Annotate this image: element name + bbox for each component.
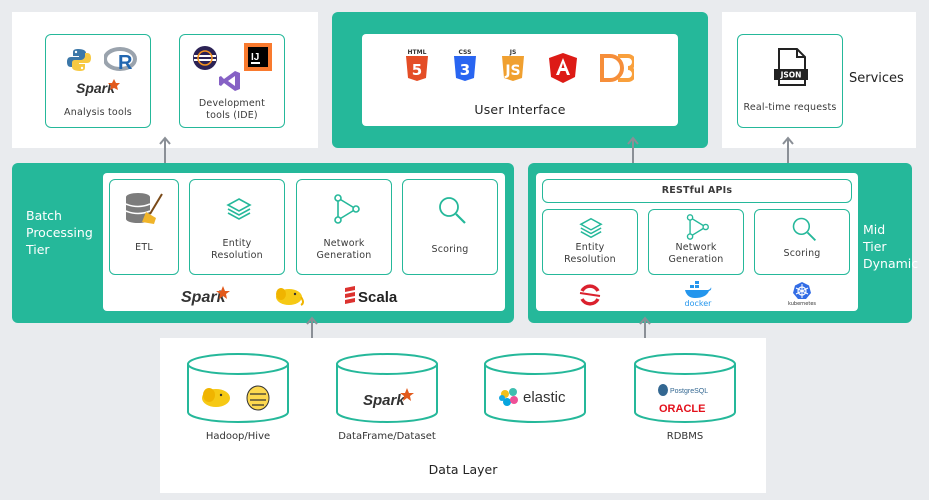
hadoop-hive-cylinder[interactable]: [186, 352, 290, 424]
etl-card[interactable]: ETL: [109, 179, 179, 275]
eclipse-icon: [193, 46, 217, 70]
svg-text:JS: JS: [504, 63, 520, 79]
mid-network-generation-label: Network Generation: [668, 242, 724, 265]
user-interface-panel: HTML 5 CSS 3 JS JS User Interface: [332, 12, 708, 148]
database-broom-icon: [125, 193, 163, 224]
intellij-icon: IJ: [244, 43, 272, 71]
mid-tier-panel: RESTful APIs Entity Resolution Network G…: [528, 163, 918, 323]
data-layer-title: Data Layer: [428, 462, 498, 477]
d3-icon: [600, 54, 634, 82]
user-interface-card[interactable]: HTML 5 CSS 3 JS JS User Interface: [362, 34, 678, 126]
dataframe-label: DataFrame/Dataset: [338, 431, 436, 442]
rdbms-label: RDBMS: [666, 431, 704, 442]
dev-tools-label-2: tools (IDE): [206, 110, 258, 121]
data-layer-panel: Hadoop/Hive Spark DataFrame/Dataset elas…: [160, 338, 766, 493]
batch-title-1: Batch: [26, 208, 62, 223]
analysis-tools-card[interactable]: R Spark Analysis tools: [45, 34, 151, 128]
svg-text:R: R: [118, 52, 133, 73]
mid-content-box: RESTful APIs Entity Resolution Network G…: [536, 173, 858, 311]
mid-title-2: Tier: [863, 239, 887, 254]
magnifier-icon: [792, 217, 817, 242]
development-tools-card[interactable]: IJ Development tools (IDE): [179, 34, 285, 128]
mid-title-3: Dynamic: [863, 256, 919, 271]
css3-icon: CSS 3: [454, 49, 476, 81]
html5-icon: HTML 5: [406, 49, 428, 81]
realtime-requests-label: Real-time requests: [743, 102, 837, 113]
svg-text:PostgreSQL: PostgreSQL: [670, 388, 708, 395]
spark-logo: Spark: [76, 79, 120, 96]
kubernetes-logo: kubernetes: [782, 281, 822, 307]
network-graph-icon: [334, 194, 360, 224]
mid-network-generation-card[interactable]: Network Generation: [648, 209, 744, 275]
batch-network-generation-card[interactable]: Network Generation: [296, 179, 392, 275]
python-icon: [67, 49, 91, 71]
restful-apis-label: RESTful APIs: [661, 185, 733, 196]
svg-text:Spark: Spark: [181, 289, 227, 306]
mid-entity-resolution-label: Entity Resolution: [564, 242, 616, 265]
svg-text:JS: JS: [509, 49, 517, 56]
hadoop-hive-label: Hadoop/Hive: [205, 431, 271, 442]
docker-label: docker: [684, 299, 712, 308]
angular-icon: [549, 53, 577, 83]
batch-title-2: Processing: [26, 225, 93, 240]
svg-text:CSS: CSS: [459, 49, 472, 56]
kubernetes-label: kubernetes: [787, 301, 816, 307]
mid-entity-resolution-card[interactable]: Entity Resolution: [542, 209, 638, 275]
r-language-icon: R: [104, 47, 137, 73]
svg-text:IJ: IJ: [251, 52, 259, 63]
realtime-requests-card[interactable]: JSON Real-time requests: [737, 34, 843, 128]
batch-content-box: ETL Entity Resolution Network Generation: [103, 173, 505, 311]
mid-title-1: Mid: [863, 222, 886, 237]
batch-spark-logo: Spark: [181, 286, 230, 306]
etl-label: ETL: [135, 242, 153, 253]
dev-tools-label-1: Development: [198, 98, 266, 109]
batch-title-3: Tier: [26, 242, 50, 257]
magnifier-icon: [439, 197, 466, 224]
svg-text:JSON: JSON: [780, 71, 802, 80]
batch-entity-resolution-label: Entity Resolution: [211, 238, 263, 261]
docker-logo: docker: [676, 281, 720, 308]
batch-entity-resolution-card[interactable]: Entity Resolution: [189, 179, 285, 275]
dataframe-cylinder[interactable]: Spark: [335, 352, 439, 424]
docker-whale-icon: [685, 281, 712, 298]
visual-studio-icon: [219, 71, 240, 91]
svg-text:HTML: HTML: [408, 49, 427, 56]
scala-logo: Scala: [345, 286, 398, 306]
javascript-icon: JS JS: [502, 49, 524, 81]
svg-text:Spark: Spark: [363, 392, 405, 409]
layers-icon: [579, 217, 603, 239]
openshift-icon: [579, 284, 601, 306]
network-graph-icon: [686, 214, 709, 240]
batch-processing-panel: Batch Processing Tier ETL Entity Resolut…: [12, 163, 514, 323]
svg-text:elastic: elastic: [523, 389, 566, 406]
tools-panel: R Spark Analysis tools IJ Development to…: [12, 12, 318, 148]
hadoop-elephant-icon: [276, 288, 304, 306]
svg-text:5: 5: [412, 61, 422, 79]
batch-scoring-label: Scoring: [431, 244, 469, 255]
svg-text:Spark: Spark: [76, 80, 116, 96]
analysis-tools-label: Analysis tools: [64, 107, 132, 118]
batch-network-generation-label: Network Generation: [316, 238, 372, 261]
layers-icon: [226, 198, 252, 220]
batch-scoring-card[interactable]: Scoring: [402, 179, 498, 275]
elastic-cylinder[interactable]: elastic: [483, 352, 587, 424]
svg-text:ORACLE: ORACLE: [659, 403, 705, 415]
restful-apis-card[interactable]: RESTful APIs: [542, 179, 852, 203]
svg-text:3: 3: [460, 61, 470, 79]
rdbms-cylinder[interactable]: PostgreSQL ORACLE: [633, 352, 737, 424]
services-panel: JSON Real-time requests Services: [722, 12, 916, 148]
svg-text:Scala: Scala: [358, 289, 398, 306]
user-interface-label: User Interface: [474, 102, 566, 117]
mid-scoring-label: Scoring: [783, 248, 821, 259]
kubernetes-wheel-icon: [793, 282, 811, 299]
services-label: Services: [849, 71, 904, 86]
mid-scoring-card[interactable]: Scoring: [754, 209, 850, 275]
json-file-icon: JSON: [774, 48, 808, 86]
